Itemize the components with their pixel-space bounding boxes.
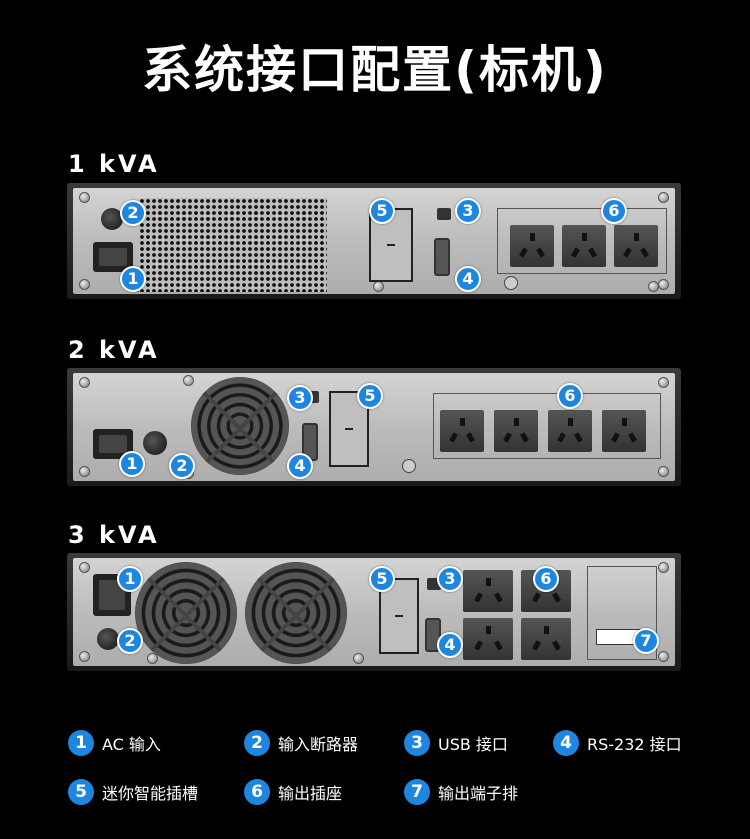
- rs232-port: [434, 238, 450, 276]
- rear-panel-3kva: 1 2 5 3 4 6 7: [67, 553, 681, 671]
- cooling-fan: [135, 562, 237, 664]
- screw-icon: [658, 466, 669, 477]
- panel-plate: 2 1 5 3 4 6: [73, 188, 675, 294]
- input-breaker: [97, 628, 119, 650]
- screw-icon: [147, 653, 158, 664]
- legend-label: 输入断路器: [278, 735, 359, 754]
- legend-number: 1: [68, 730, 94, 756]
- legend-item: 2 输入断路器: [244, 730, 358, 756]
- badge-6: 6: [557, 383, 583, 409]
- badge-5: 5: [357, 383, 383, 409]
- legend-item: 1 AC 输入: [68, 730, 161, 756]
- legend-number: 7: [404, 779, 430, 805]
- badge-1: 1: [120, 266, 146, 292]
- input-breaker: [101, 208, 123, 230]
- cooling-fan: [245, 562, 347, 664]
- screw-icon: [79, 466, 90, 477]
- ground-icon: [504, 276, 518, 290]
- badge-2: 2: [117, 628, 143, 654]
- usb-port-icon: [437, 208, 451, 220]
- rear-panel-1kva: 2 1 5 3 4 6: [67, 183, 681, 299]
- output-outlet-icon: [614, 225, 658, 267]
- cooling-fan: [191, 377, 289, 475]
- vent-grille: [139, 198, 327, 292]
- legend-item: 5 迷你智能插槽: [68, 779, 198, 805]
- rear-panel-2kva: 1 2 3 4 5 6: [67, 368, 681, 486]
- output-outlet-icon: [548, 410, 592, 452]
- output-outlet-icon: [494, 410, 538, 452]
- legend-number: 2: [244, 730, 270, 756]
- badge-7: 7: [633, 628, 659, 654]
- panel-plate: 1 2 5 3 4 6 7: [73, 558, 675, 666]
- badge-6: 6: [533, 566, 559, 592]
- badge-3: 3: [455, 198, 481, 224]
- badge-1: 1: [117, 566, 143, 592]
- screw-icon: [658, 279, 669, 290]
- badge-2: 2: [120, 200, 146, 226]
- mini-slot: [329, 391, 369, 467]
- screw-icon: [658, 562, 669, 573]
- badge-5: 5: [369, 566, 395, 592]
- badge-4: 4: [455, 266, 481, 292]
- legend-number: 4: [553, 730, 579, 756]
- output-outlet-icon: [440, 410, 484, 452]
- ac-input-socket: [93, 429, 133, 459]
- legend-item: 6 输出插座: [244, 779, 342, 805]
- legend-item: 7 输出端子排: [404, 779, 518, 805]
- output-outlets: [497, 208, 667, 274]
- legend-number: 6: [244, 779, 270, 805]
- screw-icon: [79, 562, 90, 573]
- screw-icon: [79, 279, 90, 290]
- badge-2: 2: [169, 453, 195, 479]
- legend-label: 输出插座: [278, 784, 343, 803]
- badge-3: 3: [287, 385, 313, 411]
- output-outlet-icon: [463, 570, 513, 612]
- legend-number: 3: [404, 730, 430, 756]
- output-outlet-icon: [510, 225, 554, 267]
- output-outlet-icon: [562, 225, 606, 267]
- screw-icon: [183, 375, 194, 386]
- badge-5: 5: [369, 198, 395, 224]
- legend-label: 输出端子排: [438, 784, 519, 803]
- page-title: 系统接口配置(标机): [142, 41, 608, 99]
- badge-4: 4: [437, 632, 463, 658]
- legend-item: 4 RS-232 接口: [553, 730, 682, 756]
- mini-slot: [379, 578, 419, 654]
- model-label-1kva: 1 kVA: [68, 150, 160, 178]
- legend-number: 5: [68, 779, 94, 805]
- output-outlet-icon: [463, 618, 513, 660]
- badge-3: 3: [437, 566, 463, 592]
- legend-label: AC 输入: [102, 735, 161, 754]
- output-outlet-icon: [521, 618, 571, 660]
- ground-icon: [402, 459, 416, 473]
- screw-icon: [658, 377, 669, 388]
- screw-icon: [658, 192, 669, 203]
- screw-icon: [373, 281, 384, 292]
- badge-6: 6: [601, 198, 627, 224]
- legend-label: RS-232 接口: [587, 735, 682, 754]
- screw-icon: [79, 651, 90, 662]
- legend-label: USB 接口: [438, 735, 508, 754]
- legend-label: 迷你智能插槽: [102, 784, 199, 803]
- screw-icon: [79, 377, 90, 388]
- screw-icon: [353, 653, 364, 664]
- input-breaker: [143, 431, 167, 455]
- badge-4: 4: [287, 453, 313, 479]
- model-label-3kva: 3 kVA: [68, 521, 160, 549]
- output-outlets: [433, 393, 661, 459]
- model-label-2kva: 2 kVA: [68, 336, 160, 364]
- screw-icon: [648, 281, 659, 292]
- screw-icon: [658, 651, 669, 662]
- badge-1: 1: [119, 451, 145, 477]
- panel-plate: 1 2 3 4 5 6: [73, 373, 675, 481]
- screw-icon: [79, 192, 90, 203]
- output-outlet-icon: [602, 410, 646, 452]
- legend-item: 3 USB 接口: [404, 730, 508, 756]
